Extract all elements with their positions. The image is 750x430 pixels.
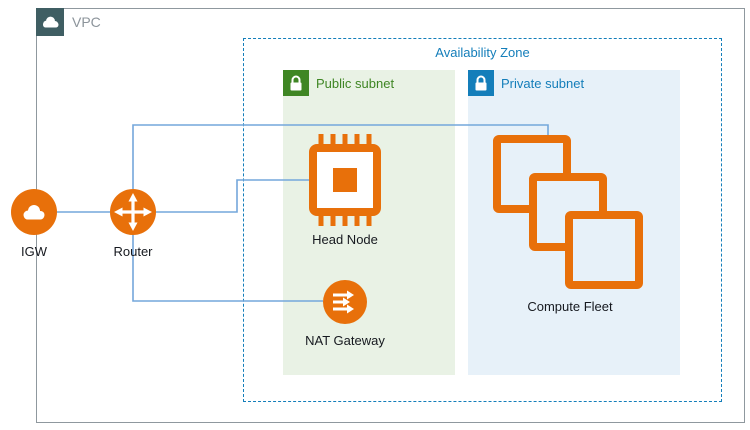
node-nat-gateway: NAT Gateway	[303, 280, 387, 348]
private-subnet-label: Private subnet	[501, 76, 585, 91]
cloud-icon	[36, 8, 64, 36]
nat-gateway-icon	[323, 280, 367, 324]
public-subnet-badge	[283, 70, 309, 96]
availability-zone-boundary: Availability Zone	[243, 38, 722, 402]
lock-icon	[468, 70, 494, 96]
internet-gateway-icon	[11, 189, 57, 235]
router-label: Router	[113, 244, 153, 259]
stacked-squares-icon	[493, 135, 643, 289]
node-igw: IGW	[6, 189, 62, 259]
nat-gateway-label: NAT Gateway	[305, 333, 385, 348]
private-subnet-badge	[468, 70, 494, 96]
vpc-label: VPC	[72, 14, 101, 30]
vpc-icon	[36, 8, 64, 36]
availability-zone-label: Availability Zone	[435, 45, 530, 60]
processor-chip-icon	[309, 134, 381, 226]
compute-fleet-label: Compute Fleet	[527, 299, 613, 314]
node-router: Router	[105, 189, 161, 259]
lock-icon	[283, 70, 309, 96]
node-compute-fleet: Compute Fleet	[486, 134, 654, 314]
node-head-node: Head Node	[293, 132, 397, 247]
head-node-label: Head Node	[312, 232, 378, 247]
router-icon	[110, 189, 156, 235]
public-subnet-label: Public subnet	[316, 76, 395, 91]
igw-label: IGW	[21, 244, 47, 259]
